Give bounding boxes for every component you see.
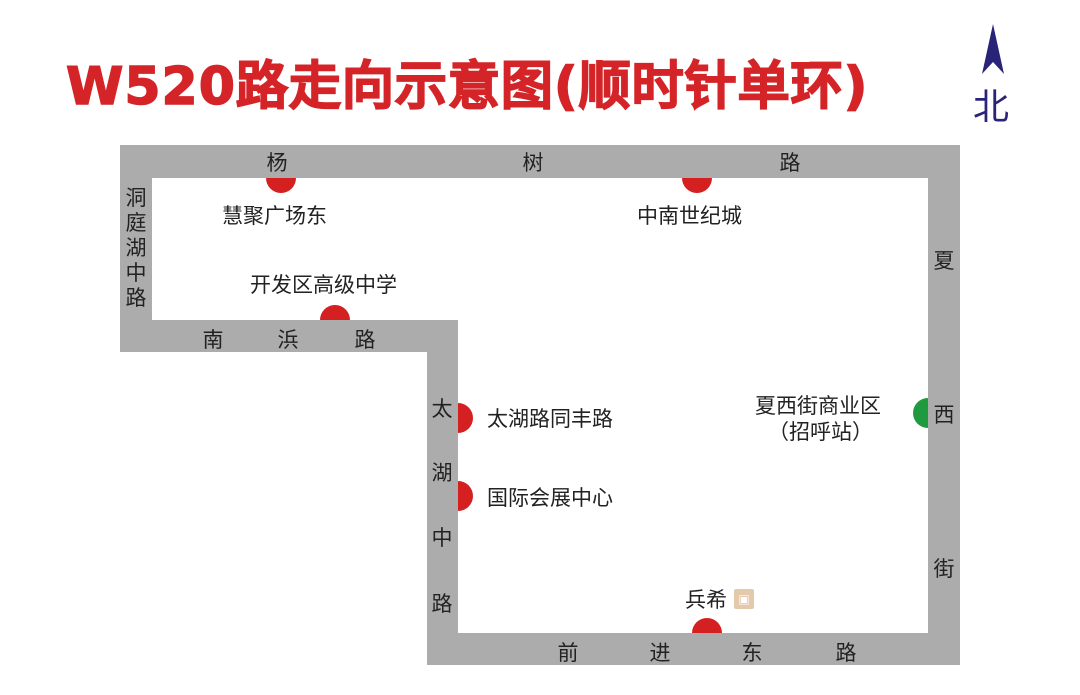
road-label: 洞 [125, 186, 147, 210]
road-label: 杨 [266, 151, 288, 175]
road-label: 树 [522, 151, 544, 175]
terminal-marker [913, 398, 928, 428]
road-label: 庭 [125, 211, 147, 235]
road-label: 西 [933, 403, 955, 427]
road-yangshu [120, 145, 960, 178]
road-label: 太 [431, 397, 453, 421]
north-arrow-icon [982, 24, 1004, 74]
stop-label: 开发区高级中学 [250, 273, 397, 297]
road-label: 湖 [125, 236, 147, 260]
stop-marker [682, 178, 712, 193]
road-label: 进 [649, 641, 671, 665]
stop-marker [458, 403, 473, 433]
road-label: 南 [202, 328, 224, 352]
road-xiaxi [928, 145, 960, 665]
road-label: 街 [933, 557, 955, 581]
road-label: 湖 [431, 461, 453, 485]
stop-note: （招呼站） [768, 420, 873, 444]
road-label: 路 [125, 286, 147, 310]
road-label: 中 [125, 261, 147, 285]
road-label: 中 [431, 526, 453, 550]
stop-label: 兵希 [685, 588, 727, 612]
stop-label: 夏西街商业区 [755, 394, 881, 418]
road-label: 夏 [933, 249, 955, 273]
road-label: 路 [835, 641, 857, 665]
stop-label: 中南世纪城 [637, 204, 742, 228]
north-label: 北 [973, 87, 1010, 128]
road-qianjin [427, 633, 960, 665]
road-label: 东 [741, 641, 763, 665]
diagram-title: W520路走向示意图(顺时针单环) [65, 56, 869, 118]
road-label: 路 [779, 151, 801, 175]
stop-marker [692, 618, 722, 633]
stop-marker [458, 481, 473, 511]
road-nanbang [120, 320, 458, 352]
metro-icon: ▣ [734, 589, 754, 609]
stop-label: 国际会展中心 [487, 486, 613, 510]
stop-marker [320, 305, 350, 320]
stop-marker [266, 178, 296, 193]
road-label: 路 [354, 328, 376, 352]
road-label: 路 [431, 592, 453, 616]
stop-label: 慧聚广场东 [222, 204, 327, 228]
stop-label: 太湖路同丰路 [487, 407, 613, 431]
road-taihu [427, 320, 458, 665]
road-label: 浜 [277, 328, 299, 352]
road-dongtinghu [120, 145, 152, 352]
road-label: 前 [557, 641, 579, 665]
